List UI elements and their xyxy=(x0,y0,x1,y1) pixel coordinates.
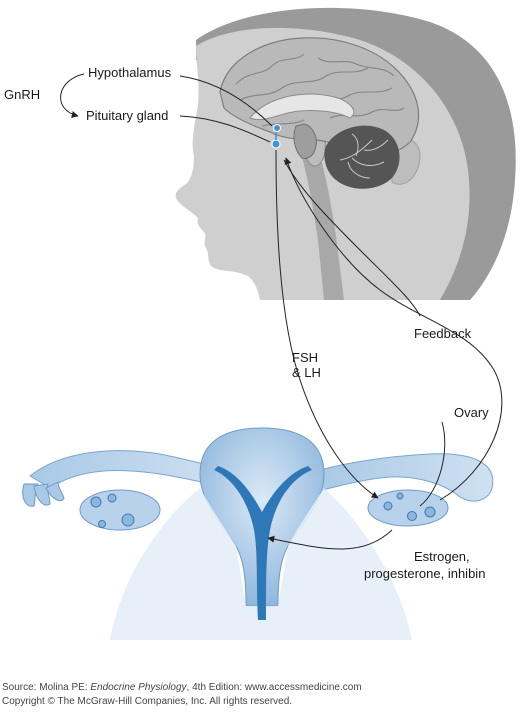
corpus-callosum xyxy=(249,93,355,121)
feedback-arrow xyxy=(284,157,503,501)
fsh-label: FSH xyxy=(292,350,318,365)
uterine-cavity xyxy=(214,466,312,620)
left-follicles xyxy=(90,493,135,528)
hormones-label: progesterone, inhibin xyxy=(364,566,486,581)
right-ovary xyxy=(367,489,449,527)
hypothalamus-label: Hypothalamus xyxy=(88,65,172,80)
gnrh-arrow xyxy=(60,73,85,118)
copyright-notice: Copyright © The McGraw-Hill Companies, I… xyxy=(2,696,293,707)
right-follicles xyxy=(383,492,436,521)
hypothalamus-marker xyxy=(273,124,281,132)
head-illustration xyxy=(175,7,516,300)
pituitary-marker xyxy=(271,139,281,149)
left-fimbriae xyxy=(22,481,65,507)
left-ovary xyxy=(79,489,161,531)
source-credit: Source: Molina PE: Endocrine Physiology,… xyxy=(2,682,362,693)
gnrh-label: GnRH xyxy=(4,87,41,102)
arbor-vitae xyxy=(339,133,389,179)
spinal-cord xyxy=(300,150,344,300)
right-fallopian-tube xyxy=(319,453,494,502)
estrogen-label: Estrogen, xyxy=(414,549,470,564)
fsh-lh-arrow xyxy=(275,149,379,499)
source-prefix: Source: Molina PE: xyxy=(2,682,91,693)
source-title: Endocrine Physiology xyxy=(90,682,187,693)
ovary-leader xyxy=(419,421,446,507)
feedback-label: Feedback xyxy=(414,326,472,341)
pituitary-leader xyxy=(179,115,271,143)
arrows xyxy=(60,73,503,550)
estrogen-arrow xyxy=(267,529,393,550)
feedback-inner-line xyxy=(283,159,421,317)
cerebellum xyxy=(324,125,400,189)
pituitary-label: Pituitary gland xyxy=(86,108,169,123)
source-suffix: , 4th Edition: www.accessmedicine.com xyxy=(186,682,362,693)
hypothalamus-leader xyxy=(179,75,273,127)
lh-label: & LH xyxy=(292,365,321,380)
ovary-label: Ovary xyxy=(454,405,489,420)
reproductive-illustration xyxy=(22,427,494,640)
